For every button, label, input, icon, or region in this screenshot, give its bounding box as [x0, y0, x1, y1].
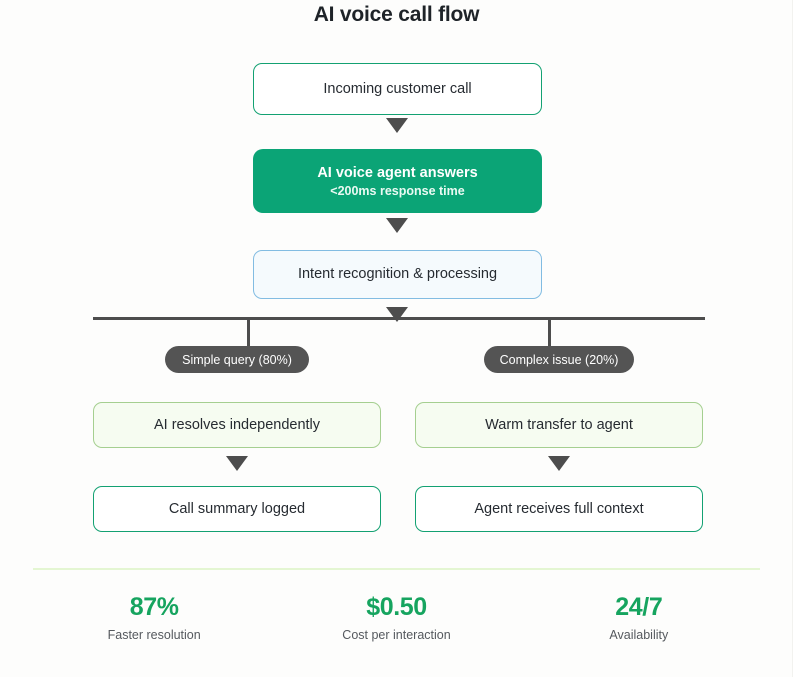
branch-connector-left [247, 319, 250, 348]
stats-row: 87% Faster resolution $0.50 Cost per int… [33, 592, 760, 642]
arrow-down-icon [386, 307, 408, 322]
stat-value: 24/7 [615, 593, 663, 621]
flow-node-label: Warm transfer to agent [485, 416, 633, 433]
stat-item: 87% Faster resolution [33, 592, 275, 642]
flow-node-sublabel: <200ms response time [330, 184, 465, 199]
flow-node-label: Intent recognition & processing [297, 266, 498, 283]
flow-node-ai-resolves[interactable]: AI resolves independently [93, 402, 381, 448]
stat-value: 87% [129, 593, 179, 621]
branch-connector-right [548, 319, 551, 348]
arrow-down-icon [386, 218, 408, 233]
flow-node-label: Incoming customer call [323, 80, 472, 97]
branch-label-text: Complex issue (20%) [499, 352, 619, 367]
flow-node-intent-recognition[interactable]: Intent recognition & processing [253, 250, 542, 299]
flow-node-label: AI resolves independently [153, 416, 321, 433]
branch-label-text: Simple query (80%) [182, 352, 292, 367]
stat-label: Cost per interaction [342, 628, 451, 643]
stat-label: Faster resolution [107, 628, 201, 643]
flow-node-warm-transfer[interactable]: Warm transfer to agent [415, 402, 703, 448]
flow-node-incoming-call[interactable]: Incoming customer call [253, 63, 542, 115]
stat-item: $0.50 Cost per interaction [275, 592, 517, 642]
branch-horizontal-connector [93, 317, 705, 320]
flow-node-label: Agent receives full context [474, 500, 644, 517]
flow-node-call-summary[interactable]: Call summary logged [93, 486, 381, 532]
footer-divider [33, 568, 760, 570]
arrow-down-icon [548, 456, 570, 471]
page-title: AI voice call flow [313, 3, 480, 26]
flow-node-label: AI voice agent answers [317, 164, 478, 181]
branch-label-simple-query[interactable]: Simple query (80%) [165, 346, 309, 373]
stat-value: $0.50 [366, 593, 427, 621]
arrow-down-icon [386, 118, 408, 133]
arrow-down-icon [226, 456, 248, 471]
flow-node-agent-context[interactable]: Agent receives full context [415, 486, 703, 532]
stat-label: Availability [609, 628, 669, 643]
stat-item: 24/7 Availability [518, 592, 760, 642]
branch-label-complex-issue[interactable]: Complex issue (20%) [484, 346, 634, 373]
page-right-edge [792, 0, 800, 677]
flow-node-ai-voice-agent[interactable]: AI voice agent answers <200ms response t… [253, 149, 542, 213]
flow-node-label: Call summary logged [168, 500, 306, 517]
